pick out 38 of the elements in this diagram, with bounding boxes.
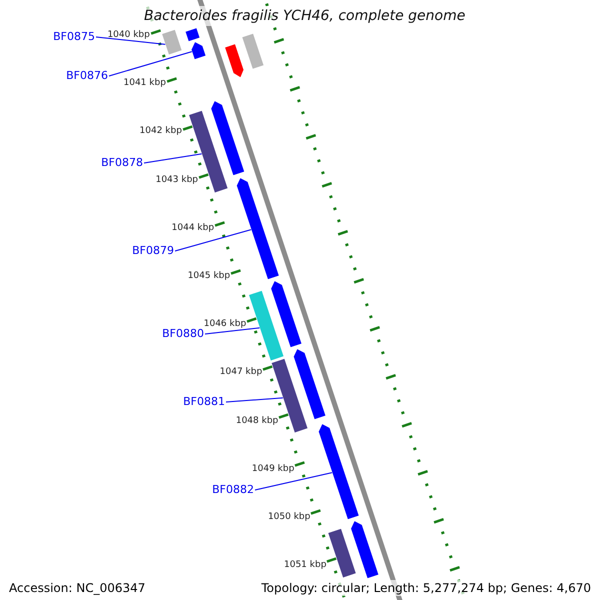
scale-label: 1044 kbp (172, 222, 214, 234)
gene-block (293, 348, 326, 420)
gene-label: BF0882 (212, 483, 254, 497)
gene-block (350, 520, 380, 579)
scale-label: 1043 kbp (156, 174, 198, 186)
leader-line (144, 153, 202, 164)
gene-block (248, 290, 284, 362)
scale-label: 1048 kbp (236, 416, 278, 427)
gene-block (190, 41, 206, 60)
scale-label: 1045 kbp (188, 271, 230, 282)
gene-label: BF0878 (101, 156, 143, 170)
gene-label: BF0876 (66, 69, 108, 83)
scale-label: 1046 kbp (204, 319, 246, 330)
leader-line (174, 229, 252, 252)
gene-label: BF0880 (162, 327, 204, 341)
scale-label: 1042 kbp (140, 126, 182, 138)
gene-block (328, 528, 357, 578)
leader-line (226, 397, 284, 402)
scale-label: 1050 kbp (268, 512, 310, 524)
scale-label: 1047 kbp (220, 367, 262, 378)
scale-label: 1051 kbp (284, 560, 326, 572)
scale-label: 1040 kbp (107, 30, 150, 42)
scale-label: 1041 kbp (124, 78, 166, 90)
leader-line (96, 36, 166, 45)
gene-label: BF0879 (132, 244, 174, 258)
gene-block (270, 280, 302, 348)
leader-line (108, 51, 192, 76)
gene-block (236, 177, 280, 280)
gene-label: BF0875 (53, 30, 95, 44)
leader-line (204, 327, 260, 334)
gene-block (242, 32, 264, 70)
gene-block (210, 100, 245, 176)
scale-label: 1049 kbp (252, 464, 294, 475)
gene-block (224, 43, 244, 78)
gene-block (161, 29, 182, 56)
gene-block (318, 423, 360, 520)
leader-line (254, 472, 333, 490)
gene-label: BF0881 (183, 395, 225, 409)
